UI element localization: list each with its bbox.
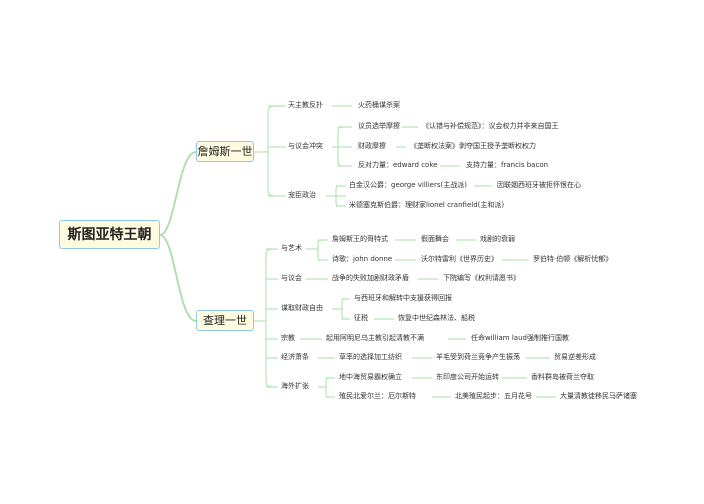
item-opposition-coke[interactable]: 反对力量：edward coke bbox=[358, 161, 438, 169]
topic-fiscal-freedom[interactable]: 谋取财政自由 bbox=[281, 304, 323, 312]
item-monopolies-act[interactable]: 《垄断权法案》剥夺国王授予垄断权权力 bbox=[410, 142, 536, 150]
topic-parliament-conflict[interactable]: 与议会冲突 bbox=[288, 142, 323, 150]
item-puritan-migration[interactable]: 大量清教徒移民马萨诸塞 bbox=[560, 392, 637, 400]
connector-line bbox=[159, 151, 197, 236]
topic-depression[interactable]: 经济萧条 bbox=[281, 353, 309, 361]
item-mediterranean[interactable]: 地中海贸易霸权确立 bbox=[339, 373, 402, 381]
branch-james-i[interactable]: 詹姆斯一世 bbox=[196, 141, 254, 162]
item-drama-decline[interactable]: 戏剧的衰弱 bbox=[480, 235, 515, 243]
branch-charles-i[interactable]: 查理一世 bbox=[196, 310, 254, 331]
connector-line bbox=[159, 234, 197, 322]
item-masque[interactable]: 假面舞会 bbox=[421, 235, 449, 243]
connector-line bbox=[267, 105, 283, 197]
item-support-bacon[interactable]: 支持力量：francis bacon bbox=[466, 161, 549, 169]
connector-line bbox=[265, 248, 279, 388]
topic-religion[interactable]: 宗教 bbox=[281, 334, 295, 342]
item-william-laud[interactable]: 任命william laud强制推行国教 bbox=[471, 334, 569, 342]
item-east-india-company[interactable]: 东印度公司开始运转 bbox=[436, 373, 499, 381]
topic-arts[interactable]: 与艺术 bbox=[281, 244, 302, 252]
item-election-friction[interactable]: 议员选举摩擦 bbox=[358, 122, 400, 130]
item-textile-choice[interactable]: 草率的选择加工纺织 bbox=[339, 353, 402, 361]
topic-overseas-expansion[interactable]: 海外扩张 bbox=[281, 382, 309, 390]
topic-parliament[interactable]: 与议会 bbox=[281, 274, 302, 282]
connector-line bbox=[325, 377, 333, 398]
item-raleigh[interactable]: 沃尔特雷利《世界历史》 bbox=[421, 255, 498, 263]
item-petition-of-right[interactable]: 下院编写《权利请愿书》 bbox=[443, 274, 520, 282]
topic-catholic-backlash[interactable]: 天主教反扑 bbox=[288, 101, 323, 109]
item-forest-law-ship-money[interactable]: 恢复中世纪森林法、船税 bbox=[398, 314, 475, 322]
item-mayflower[interactable]: 北美殖民起步：五月花号 bbox=[455, 392, 532, 400]
item-gunpowder-plot[interactable]: 火药桶谋杀案 bbox=[358, 101, 400, 109]
item-buckingham[interactable]: 白金汉公爵：george villiers(主战派) bbox=[349, 181, 467, 189]
item-ulster[interactable]: 殖民北爱尔兰：厄尔斯特 bbox=[339, 392, 416, 400]
item-war-failure[interactable]: 战争的失败加剧财政矛盾 bbox=[332, 274, 409, 282]
item-middlesex[interactable]: 米德塞克斯伯爵：理财家lionel cranfield(主和派) bbox=[349, 201, 505, 209]
root-topic[interactable]: 斯图亚特王朝 bbox=[59, 220, 160, 249]
item-wool-competition[interactable]: 羊毛受到荷兰竞争产生振荡 bbox=[436, 353, 520, 361]
item-apology-form[interactable]: 《认错与补偿规范》：议会权力并非来自国王 bbox=[422, 122, 559, 130]
item-spanish-match[interactable]: 因联姻西班牙被拒怀恨在心 bbox=[497, 181, 581, 189]
connector-line bbox=[317, 239, 325, 261]
item-taxation[interactable]: 征税 bbox=[354, 314, 368, 322]
item-burton[interactable]: 罗伯特·伯顿《解析忧郁》 bbox=[533, 255, 613, 263]
item-gothic[interactable]: 詹姆斯王的哥特式 bbox=[332, 235, 388, 243]
item-spice-islands[interactable]: 香料群岛被荷兰夺取 bbox=[531, 373, 594, 381]
topic-favourites[interactable]: 宠臣政治 bbox=[288, 191, 316, 199]
item-fiscal-friction[interactable]: 财政摩擦 bbox=[358, 142, 386, 150]
item-spain-peace[interactable]: 与西班牙和解转中支援获得回报 bbox=[354, 294, 452, 302]
item-arminian-bishops[interactable]: 起用阿明尼乌主教引起清教不满 bbox=[326, 334, 424, 342]
item-trade-deficit[interactable]: 贸易逆差形成 bbox=[554, 353, 596, 361]
connector-line bbox=[341, 298, 349, 320]
item-donne[interactable]: 诗歌：john donne bbox=[332, 255, 393, 263]
